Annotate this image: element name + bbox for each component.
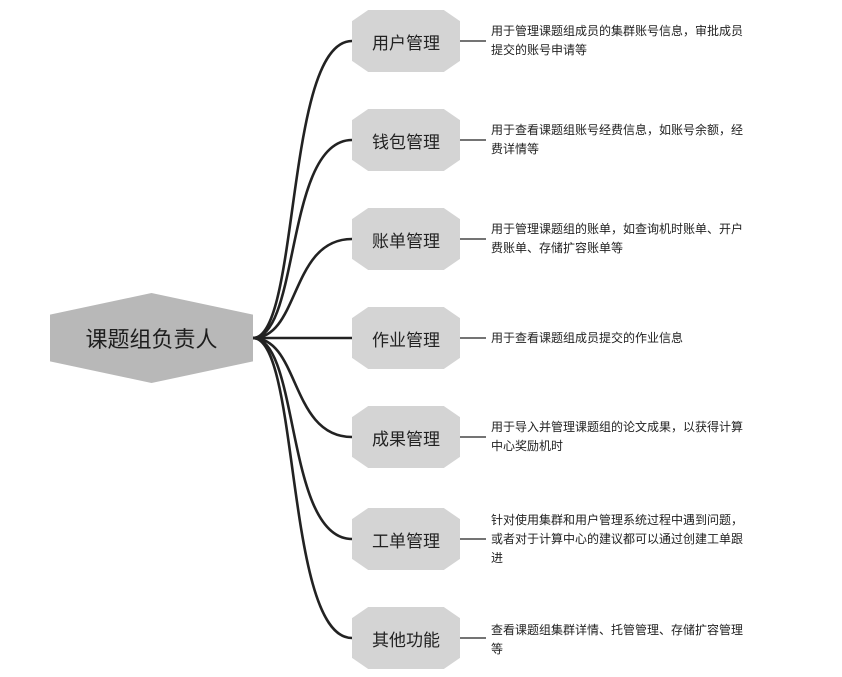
branch-node-label: 作业管理 [372, 330, 440, 351]
branch-node-user-management: 用户管理 [352, 10, 460, 72]
branch-description-result-management: 用于导入并管理课题组的论文成果，以获得计算 中心奖励机时 [491, 420, 744, 453]
branch-description-user-management: 用于管理课题组成员的集群账号信息，审批成员 提交的账号申请等 [491, 24, 744, 57]
branch-description-other-functions: 查看课题组集群详情、托管管理、存储扩容管理 等 [491, 623, 744, 656]
connector-other [251, 336, 354, 640]
branch-node-other-functions: 其他功能 [352, 607, 460, 669]
branch-node-label: 工单管理 [372, 531, 440, 552]
branch-description-ticket-management: 针对使用集群和用户管理系统过程中遇到问题， 或者对于计算中心的建议都可以通过创建… [491, 513, 744, 565]
connector-ticket [251, 336, 354, 541]
branch-node-label: 成果管理 [372, 429, 440, 450]
branch-node-wallet-management: 钱包管理 [352, 109, 460, 171]
connector-user [251, 39, 354, 340]
root-node: 课题组负责人 [50, 293, 253, 383]
branch-node-bill-management: 账单管理 [352, 208, 460, 270]
root-node-label: 课题组负责人 [85, 328, 218, 353]
branch-node-job-management: 作业管理 [352, 307, 460, 369]
branch-node-label: 钱包管理 [372, 132, 440, 153]
branch-node-ticket-management: 工单管理 [352, 508, 460, 570]
branch-description-job-management: 用于查看课题组成员提交的作业信息 [491, 331, 684, 345]
branch-description-wallet-management: 用于查看课题组账号经费信息，如账号余额，经 费详情等 [491, 123, 744, 156]
connector-result [251, 336, 354, 439]
branch-node-result-management: 成果管理 [352, 406, 460, 468]
branch-node-label: 用户管理 [372, 33, 440, 54]
connector-bill [251, 237, 354, 340]
branch-description-bill-management: 用于管理课题组的账单，如查询机时账单、开户 费账单、存储扩容账单等 [491, 222, 744, 255]
branch-node-label: 其他功能 [372, 630, 440, 651]
branch-node-label: 账单管理 [372, 231, 440, 252]
connector-wallet [251, 138, 354, 340]
